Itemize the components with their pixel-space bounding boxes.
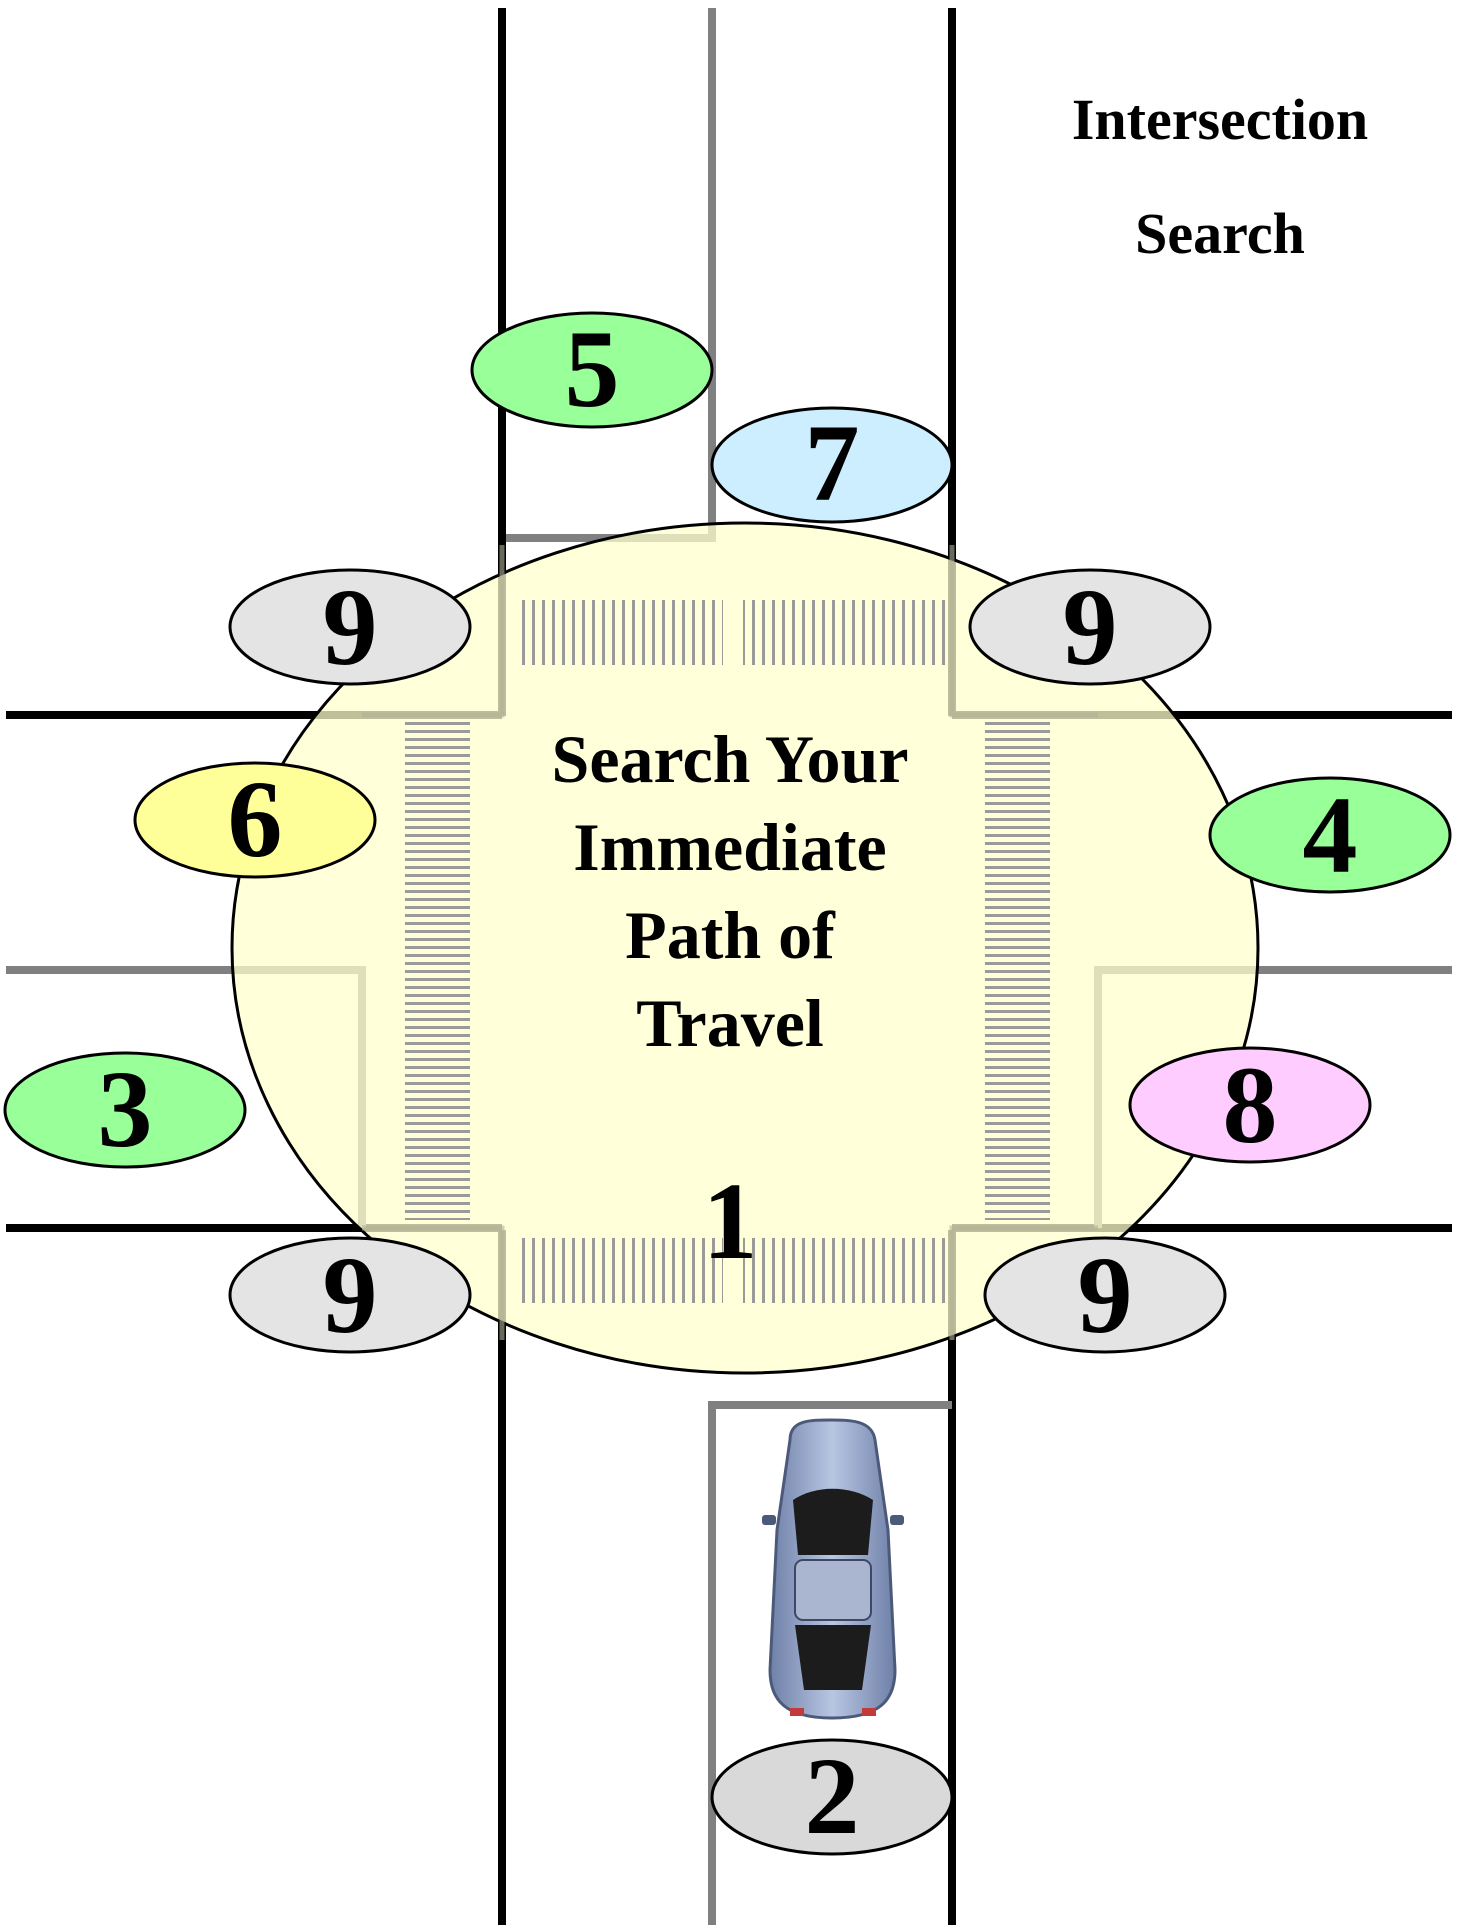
zone-6-marker [133,761,377,879]
zone-9-nw-label: 9 [322,566,378,688]
title-line-2: Search [1135,201,1305,266]
zone-markers [3,311,1452,1856]
crosswalk-north-east [743,600,948,665]
center-text-line-4: Travel [636,985,824,1061]
zone-3-label: 3 [97,1048,153,1170]
zone-2-label: 2 [804,1735,860,1857]
zone-8-marker [1128,1046,1372,1164]
zone-1-label: 1 [702,1160,758,1282]
zone-6-label: 6 [227,758,283,880]
zone-4-marker [1208,776,1452,894]
crosswalk-south-west [518,1238,723,1303]
center-text-line-2: Immediate [573,809,887,885]
zone-7-label: 7 [804,402,860,524]
zone-9-sw-label: 9 [322,1234,378,1356]
crosswalk-east [985,720,1050,1220]
crosswalk-north-west [518,600,723,665]
center-text-line-3: Path of [625,897,835,973]
zone-8-label: 8 [1222,1044,1278,1166]
zone-5-marker [470,311,714,429]
zone-5-label: 5 [564,308,620,430]
crosswalk-south-east [743,1238,948,1303]
zone-3-marker [3,1051,247,1169]
zone-9-ne-marker [968,568,1212,686]
zone-4-label: 4 [1302,774,1358,896]
inner-road-outline [362,545,1098,1340]
crosswalks [405,600,1050,1303]
zone-9-sw-marker [228,1236,472,1354]
zone-2-marker [710,1738,954,1856]
zone-9-nw-marker [228,568,472,686]
center-text-line-1: Search Your [551,721,909,797]
title-line-1: Intersection [1071,87,1369,152]
crosswalk-west [405,720,470,1220]
car-icon [762,1418,904,1720]
zone-7-marker [710,406,954,524]
zone-9-se-marker [983,1236,1227,1354]
zone-9-se-label: 9 [1077,1234,1133,1356]
zone-9-ne-label: 9 [1062,566,1118,688]
